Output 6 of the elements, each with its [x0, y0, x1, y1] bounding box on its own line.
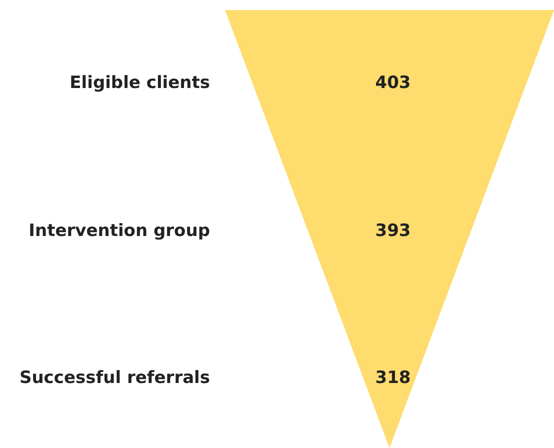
- stage-label: Successful referrals: [19, 367, 210, 389]
- count-value: 403: [375, 72, 411, 94]
- count-value: 318: [375, 367, 411, 389]
- count-value: 393: [375, 220, 411, 242]
- stage-label: Eligible clients: [70, 72, 210, 94]
- stage-label: Intervention group: [28, 220, 210, 242]
